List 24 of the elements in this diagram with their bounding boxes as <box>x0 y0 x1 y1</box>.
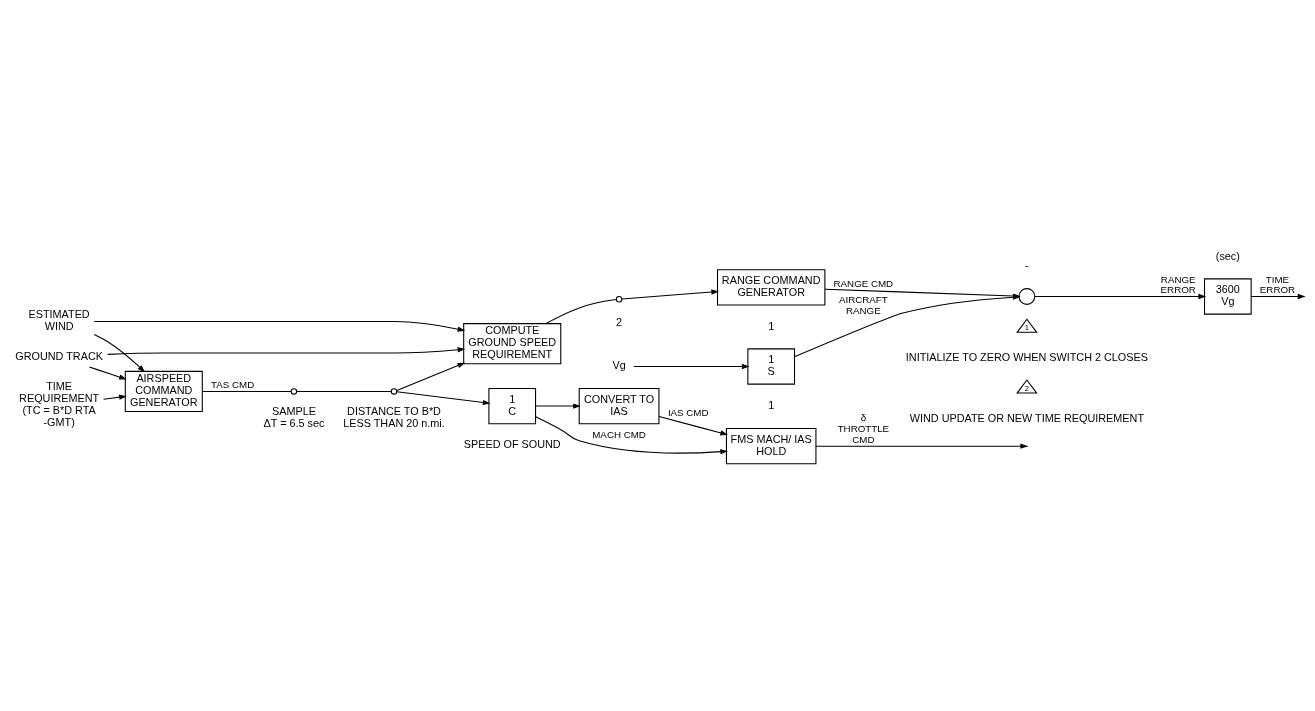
edge-label: TIME ERROR <box>1259 273 1296 296</box>
node-text: ESTIMATED WIND <box>28 308 90 333</box>
edge-label: δ THROTTLE CMD <box>837 412 890 446</box>
edge-label: RANGE ERROR <box>1160 273 1196 296</box>
node-text: TIME REQUIREMENT (TC = B*D RTA -GMT) <box>19 379 100 428</box>
edge-label: MACH CMD <box>592 428 646 440</box>
edge-label: IAS CMD <box>667 406 709 418</box>
label: (sec) <box>1215 249 1240 262</box>
node-text: Vg <box>612 359 626 372</box>
node-label: ΔT = 6.5 sec <box>263 417 325 430</box>
legend-label: WIND UPDATE OR NEW TIME REQUIREMENT <box>909 411 1145 424</box>
edge-label: TAS CMD <box>211 379 255 391</box>
label: - <box>1025 259 1029 272</box>
node-label: SPEED OF SOUND <box>463 438 561 451</box>
node-text: GROUND TRACK <box>15 349 103 362</box>
node-label: 2 <box>616 316 623 329</box>
edge-label: RANGE CMD <box>833 277 894 289</box>
node-label: 1 <box>768 319 775 332</box>
legend-label: INITIALIZE TO ZERO WHEN SWITCH 2 CLOSES <box>905 351 1148 364</box>
node-label: SAMPLE <box>271 405 316 418</box>
node-label: 1 <box>768 398 775 411</box>
node-label: DISTANCE TO B*D <box>347 405 441 418</box>
edge-label: AIRCRAFT RANGE <box>839 293 888 316</box>
node-label: LESS THAN 20 n.mi. <box>343 417 445 430</box>
